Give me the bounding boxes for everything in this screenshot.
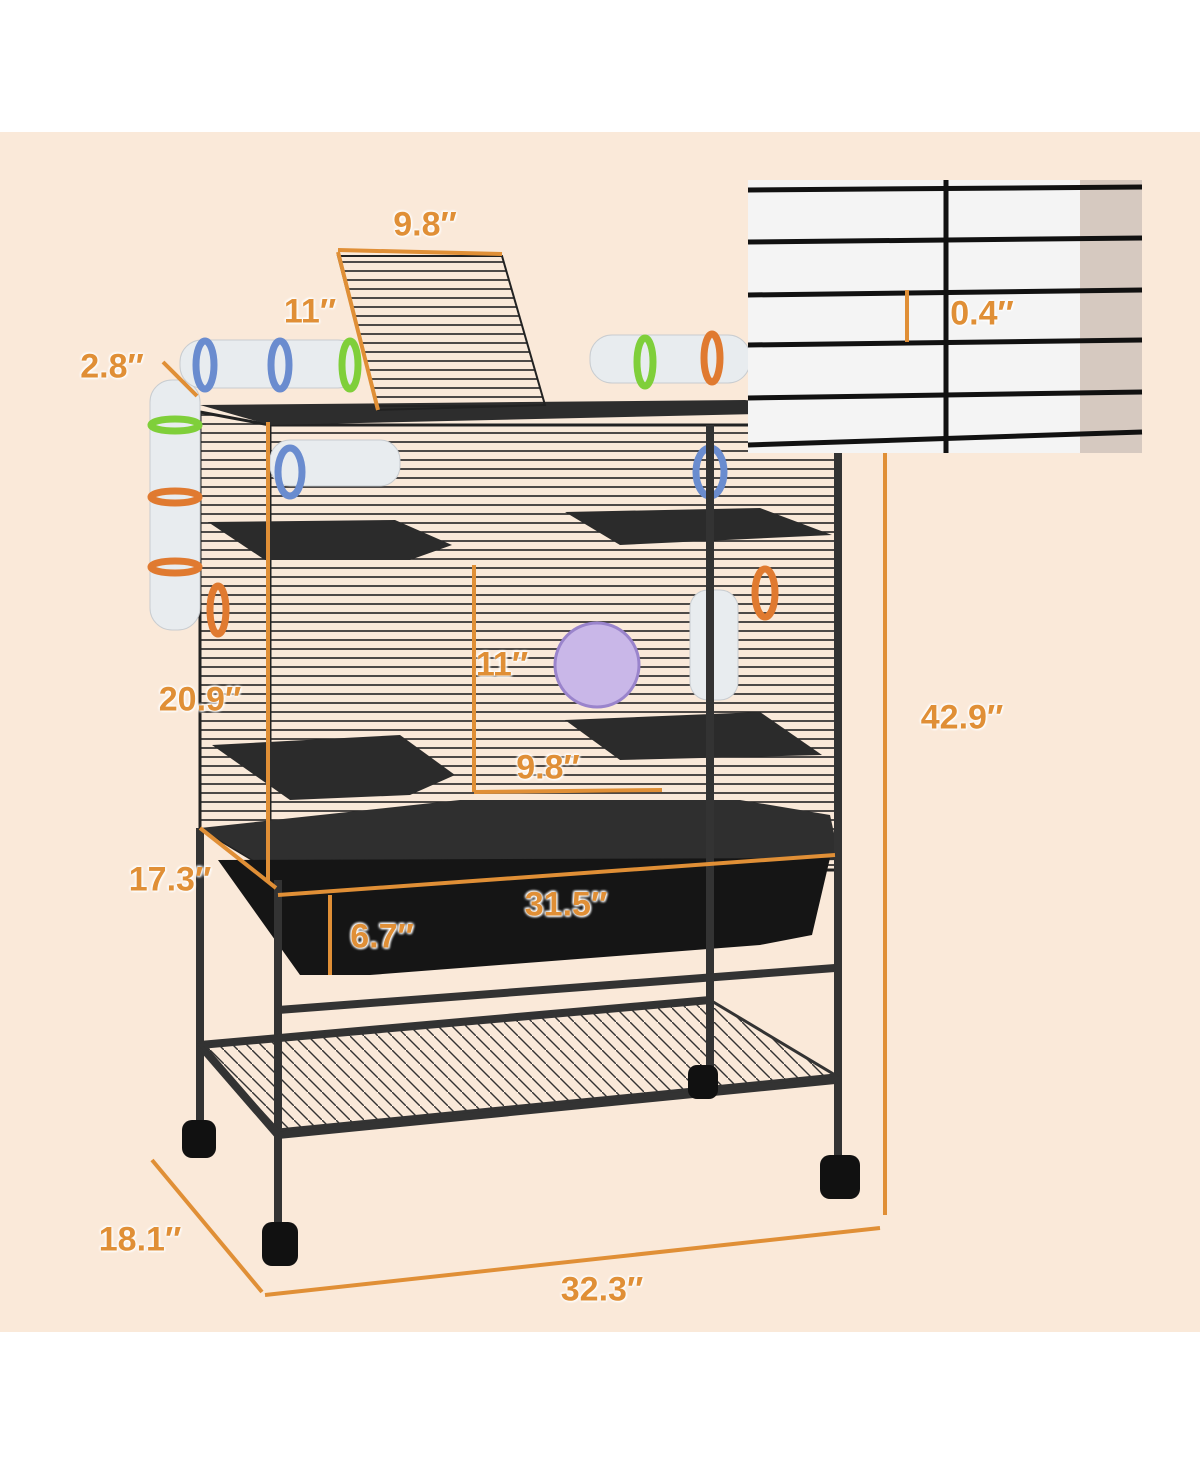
door-width-label: 9.8″ (516, 748, 580, 787)
exercise-wheel (553, 621, 641, 709)
cage-depth-label: 17.3″ (128, 860, 212, 899)
lid-height-label: 11″ (283, 292, 337, 331)
wheels (182, 1065, 860, 1266)
dimension-lines (150, 248, 909, 1297)
storage-shelf (196, 998, 840, 1132)
cage-height-label: 20.9″ (158, 680, 242, 719)
total-height-label: 42.9″ (920, 698, 1004, 737)
door-height-label: 11″ (475, 645, 529, 684)
total-width-label: 32.3″ (560, 1270, 644, 1309)
lid-width-label: 9.8″ (393, 205, 457, 244)
bar-spacing-label: 0.4″ (950, 294, 1014, 333)
total-depth-label: 18.1″ (98, 1220, 182, 1259)
tube-diameter-label: 2.8″ (80, 347, 144, 386)
bar-spacing-inset (747, 180, 1143, 453)
base-tray (200, 800, 840, 870)
cage-width-label: 31.5″ (524, 885, 608, 924)
cage-lid (336, 255, 547, 412)
tray-height-label: 6.7″ (350, 917, 414, 956)
